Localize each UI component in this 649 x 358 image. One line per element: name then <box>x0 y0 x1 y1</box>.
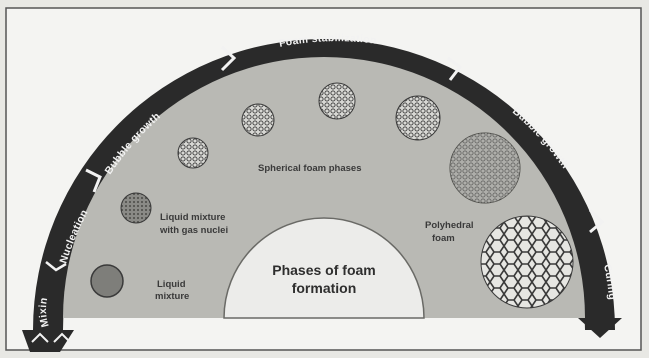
label-liquid-mixture-1: Liquid <box>157 279 186 290</box>
polyhedral-foam-texture <box>450 133 520 203</box>
spherical-foam-bubble <box>396 96 440 140</box>
polyhedral-foam-cluster <box>481 216 573 308</box>
spherical-foam-bubble <box>319 83 355 119</box>
liquid-mixture-drop <box>91 265 123 297</box>
gas-nuclei-drop <box>121 193 151 223</box>
label-gas-nuclei-1: Liquid mixture <box>160 212 225 223</box>
label-polyhedral-2: foam <box>432 233 455 244</box>
label-spherical-foam: Spherical foam phases <box>258 163 361 174</box>
spherical-foam-bubble <box>242 104 274 136</box>
label-polyhedral-1: Polyhedral <box>425 220 474 231</box>
label-liquid-mixture-2: mixture <box>155 291 189 302</box>
spherical-foam-bubble <box>178 138 208 168</box>
center-title-line1: Phases of foam <box>272 262 375 278</box>
label-gas-nuclei-2: with gas nuclei <box>159 225 228 236</box>
center-title-line2: formation <box>292 280 357 296</box>
